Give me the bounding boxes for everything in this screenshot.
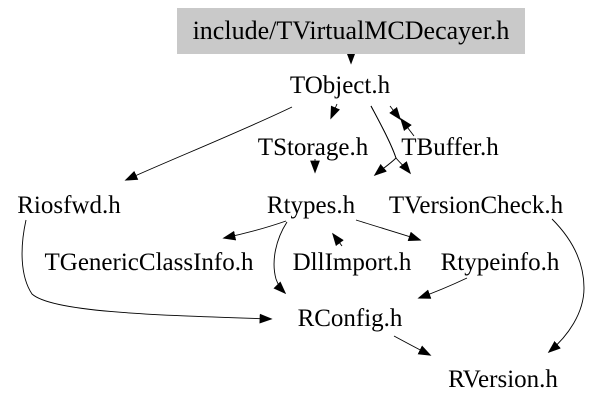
node-tversioncheck-h[interactable]: TVersionCheck.h — [388, 192, 564, 219]
edge-tobject-to-tversioncheck-arrow — [370, 105, 412, 175]
edge-rtypes-to-rconfig-arrow — [273, 221, 288, 295]
node-dllimport-h[interactable]: DllImport.h — [292, 249, 412, 276]
edge-rtypes-to-tgenericclassinfo-arrow — [222, 220, 287, 241]
node-rtypeinfo-h[interactable]: Rtypeinfo.h — [440, 249, 560, 276]
edge-dllimport-to-rtypes-arrow — [332, 232, 344, 247]
node-tbuffer-h[interactable]: TBuffer.h — [401, 134, 499, 161]
edge-tobject-to-tbuffer-arrow — [389, 105, 401, 121]
edge-riosfwd-to-rconfig-arrow — [21, 219, 273, 324]
node-riosfwd-h[interactable]: Riosfwd.h — [17, 192, 121, 219]
edge-tobject-to-rtypes-arrow — [370, 105, 397, 177]
edge-tversioncheck-to-rversion-arrow — [547, 218, 585, 354]
node-rconfig-h[interactable]: RConfig.h — [297, 305, 403, 332]
edge-tbuffer-to-tobject-arrow — [400, 117, 415, 137]
node-tvirtualmcdecayer-h: include/TVirtualMCDecayer.h — [177, 8, 525, 54]
node-rtypes-h[interactable]: Rtypes.h — [266, 192, 356, 219]
node-tgenericclassinfo-h[interactable]: TGenericClassInfo.h — [44, 249, 254, 276]
node-tstorage-h[interactable]: TStorage.h — [257, 134, 369, 161]
node-tobject-h[interactable]: TObject.h — [289, 72, 391, 99]
edge-rconfig-to-rversion-arrow — [393, 335, 432, 356]
edge-rtypes-to-rtypeinfo-arrow — [355, 219, 422, 242]
edge-tobject-to-riosfwd-arrow — [124, 106, 293, 181]
node-rversion-h[interactable]: RVersion.h — [448, 366, 558, 393]
edge-tobject-to-tstorage-arrow — [330, 103, 340, 120]
edge-rtypeinfo-to-rconfig-arrow — [417, 277, 468, 299]
